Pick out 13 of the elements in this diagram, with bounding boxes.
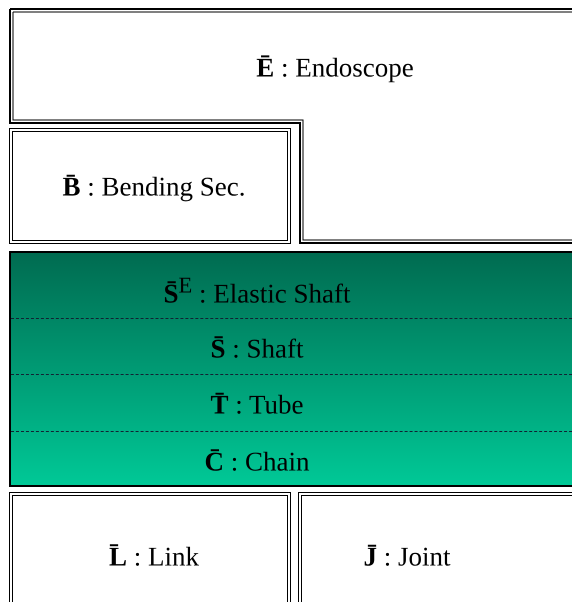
component-label: J̄ : Joint bbox=[364, 542, 450, 572]
component-label: S̄$^{E}$ : Elastic Shaft bbox=[164, 272, 350, 310]
component-label: L̄ : Link bbox=[109, 542, 199, 572]
component-label: B̄ : Bending Sec. bbox=[62, 172, 246, 202]
component-block bbox=[9, 8, 572, 244]
component-block bbox=[298, 492, 572, 602]
component-label: C̄ : Chain bbox=[204, 446, 310, 478]
component-label: S̄ : Shaft bbox=[210, 334, 304, 364]
component-block bbox=[9, 128, 291, 244]
layer-stack-panel bbox=[9, 251, 572, 487]
component-block bbox=[9, 492, 291, 602]
component-label: T̄ : Tube bbox=[210, 390, 304, 420]
component-label: Ē : Endoscope bbox=[256, 52, 414, 84]
